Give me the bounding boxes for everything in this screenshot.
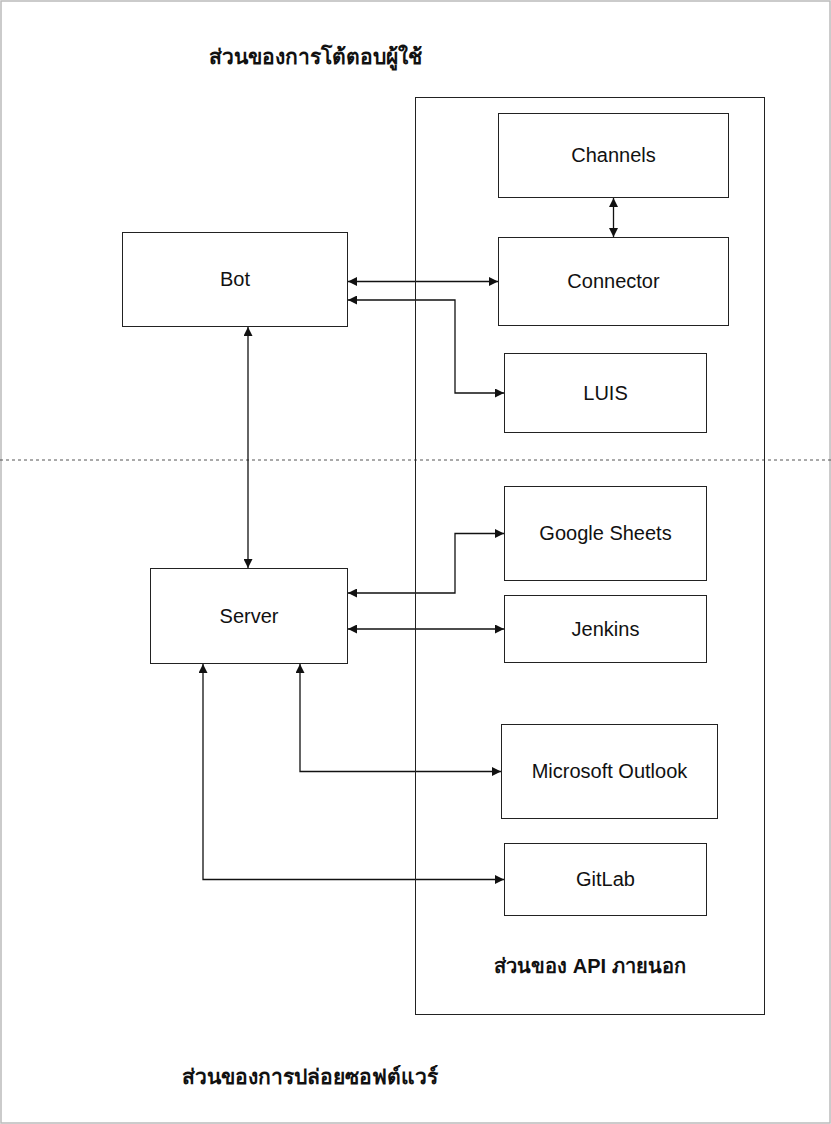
text-wrap: LUIS bbox=[583, 382, 627, 405]
box-label: Server bbox=[220, 605, 279, 628]
text-wrap: Channels bbox=[571, 144, 656, 167]
process-box: GitLab bbox=[504, 843, 707, 916]
process-box: Server bbox=[150, 568, 348, 664]
connector bbox=[348, 534, 504, 594]
text-wrap: GitLab bbox=[576, 868, 635, 891]
connector bbox=[247, 327, 248, 568]
process-box: Connector bbox=[498, 237, 729, 326]
process-box: Google Sheets bbox=[504, 486, 707, 581]
box-label: Channels bbox=[571, 144, 656, 167]
box-label: GitLab bbox=[576, 868, 635, 891]
box-label: Bot bbox=[220, 268, 250, 291]
text-wrap: Connector bbox=[567, 270, 659, 293]
connector bbox=[613, 198, 614, 237]
process-box: Jenkins bbox=[504, 595, 707, 663]
connector bbox=[348, 300, 504, 393]
text-wrap: Jenkins bbox=[572, 618, 640, 641]
text-wrap: Microsoft Outlook bbox=[532, 760, 688, 783]
connector bbox=[348, 281, 498, 282]
connector bbox=[300, 664, 501, 772]
zone-title: ส่วนของการปล่อยซอฟต์แวร์ bbox=[182, 1060, 438, 1093]
process-box: Microsoft Outlook bbox=[501, 724, 718, 819]
text-wrap: Google Sheets bbox=[539, 522, 671, 545]
box-label: Connector bbox=[567, 270, 659, 293]
box-label: Jenkins bbox=[572, 618, 640, 641]
process-box: Bot bbox=[122, 232, 348, 327]
group-label: ส่วนของ API ภายนอก bbox=[494, 950, 685, 982]
zone-title: ส่วนของการโต้ตอบผู้ใช้ bbox=[209, 40, 422, 73]
box-label: Microsoft Outlook bbox=[532, 760, 688, 783]
zone-title-wrap: ส่วนของการปล่อยซอฟต์แวร์ bbox=[10, 1060, 610, 1093]
connector bbox=[203, 664, 504, 880]
box-label: LUIS bbox=[583, 382, 627, 405]
connector bbox=[348, 628, 504, 629]
text-wrap: ส่วนของ API ภายนอก bbox=[416, 950, 764, 982]
text-wrap: Bot bbox=[220, 268, 250, 291]
box-label: Google Sheets bbox=[539, 522, 671, 545]
zone-title-wrap: ส่วนของการโต้ตอบผู้ใช้ bbox=[15, 40, 615, 73]
process-box: Channels bbox=[498, 113, 729, 198]
group-box: ส่วนของ API ภายนอก ChannelsConnectorLUIS G… bbox=[415, 97, 765, 1015]
text-wrap: Server bbox=[220, 605, 279, 628]
process-box: LUIS bbox=[504, 353, 707, 433]
